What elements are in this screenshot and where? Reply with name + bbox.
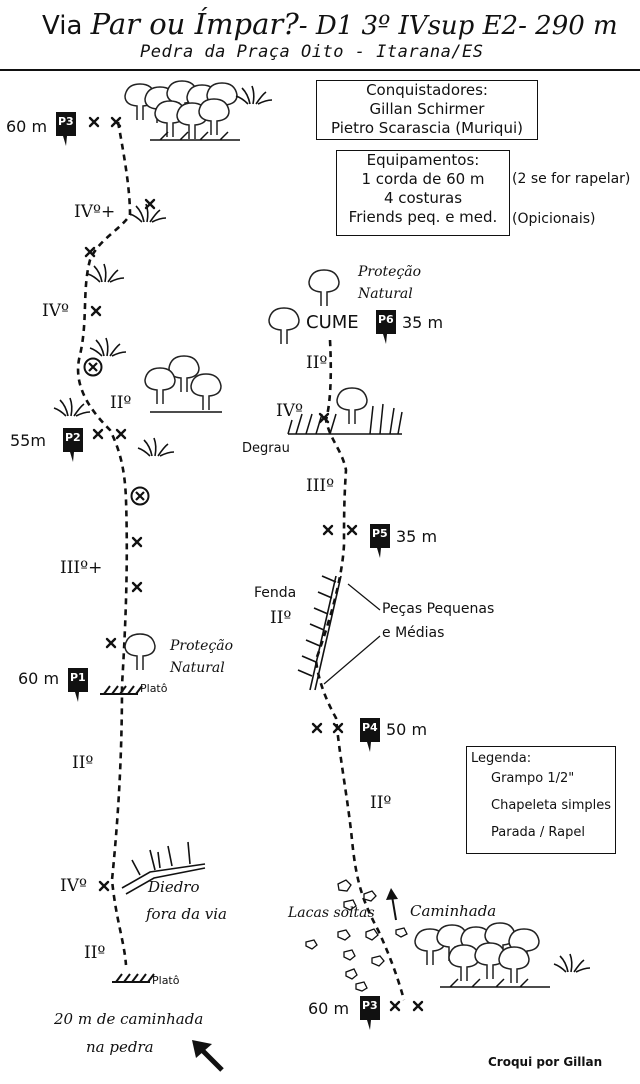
equipamentos-box: Equipamentos: 1 corda de 60 m 4 costuras… [336,150,510,236]
legend-item-bolt: Grampo 1/2" [491,771,575,786]
friends-note: (Opicionais) [512,211,596,227]
grade-label: IIº [110,393,132,413]
protecao-natural-right: Proteção [358,264,422,280]
p6-length: 35 m [402,313,444,332]
approach-label: 20 m de caminhada [54,1010,204,1028]
bottom-right-trees-icon [414,922,550,988]
page-title: Via Par ou Ímpar?- D1 3º IVsup E2- 290 m [42,7,618,41]
grade-label: IIº [306,353,328,373]
p4-label: P4 [362,721,378,734]
belay-p6-icon [376,310,396,344]
protecao-natural-right: Natural [358,286,413,302]
plato-label: Platô [140,682,168,695]
grade-label: IVº [42,301,69,321]
grade-label: IIº [84,943,106,963]
p5-label: P5 [372,527,388,540]
belay-p3-right-icon [360,996,380,1030]
legend-heading: Legenda: [471,751,532,766]
legend-item-belay: Parada / Rapel [491,825,585,840]
mid-left-trees-icon [144,355,222,413]
grade-label: IIº [72,753,94,773]
belay-p2-icon [63,428,83,462]
p3-right-label: P3 [362,999,378,1012]
belay-p5-icon [370,524,390,558]
credit-text: Croqui por Gillan [488,1055,603,1069]
legend-item-hanger: Chapeleta simples [491,798,612,813]
approach-label: na pedra [86,1038,154,1056]
grade-label: IIIº+ [60,558,103,578]
top-left-trees-icon [124,80,240,141]
belay-p1-icon [68,668,88,702]
grade-label: IVº [276,401,303,421]
equipment-item: 4 costuras [383,189,463,207]
lacas-label: Lacas soltas [288,905,375,921]
lacas-soltas-icon [305,879,408,992]
caminhada-arrow-icon [386,888,398,921]
legend-box: Legenda: Grampo 1/2" Chapeleta simples P… [466,746,616,854]
caminhada-label: Caminhada [410,902,497,920]
left-route-line [76,121,132,966]
conquistadores-heading: Conquistadores: [366,81,488,99]
belay-p3-left-icon [56,112,76,146]
p2-length: 55m [10,431,46,450]
fenda-label: Fenda [254,585,297,601]
p3-right-length: 60 m [308,999,350,1018]
conquistador-name: Gillan Schirmer [369,100,485,118]
grade-label: IVº+ [74,202,116,222]
approach-arrow-icon [192,1040,224,1072]
grade-label: IVº [60,876,87,896]
legend-belay-letter: P [476,826,484,837]
grade-label: IIIº [306,476,335,496]
right-route-line [314,339,406,1001]
p4-length: 50 m [386,720,428,739]
protecao-natural-left: Natural [170,660,225,676]
pecas-label: Peças Pequenas [382,601,495,617]
diedro-feature-icon [121,841,206,895]
diedro-label: Diedro [148,878,200,896]
fenda-feature-icon [297,575,342,691]
diedro-label: fora da via [146,905,227,923]
grade-label: IIº [270,608,292,628]
protecao-natural-left: Proteção [170,638,234,654]
degrau-label: Degrau [242,441,290,456]
equipment-item: 1 corda de 60 m [361,170,485,188]
p1-length: 60 m [18,669,60,688]
conquistadores-box: Conquistadores: Gillan Schirmer Pietro S… [316,80,538,140]
conquistador-name: Pietro Scarascia (Muriqui) [331,119,523,137]
plato-label: Platô [152,974,180,987]
p3-left-label: P3 [58,115,74,128]
degrau-feature-icon [287,403,403,435]
p6-label: P6 [378,313,394,326]
equipamentos-heading: Equipamentos: [366,151,480,169]
p2-label: P2 [65,431,81,444]
p5-length: 35 m [396,527,438,546]
pecas-pointer-lines [323,583,381,685]
pecas-label: e Médias [382,625,445,641]
belay-markers [56,112,489,1030]
rope-note: (2 se for rapelar) [512,171,631,187]
belay-p4-icon [360,718,380,752]
cume-label: CUME [306,312,359,333]
page-subtitle: Pedra da Praça Oito - Itarana/ES [140,42,484,62]
p1-label: P1 [70,671,86,684]
equipment-item: Friends peq. e med. [348,208,498,226]
p3-left-length: 60 m [6,117,48,136]
grade-label: IIº [370,793,392,813]
